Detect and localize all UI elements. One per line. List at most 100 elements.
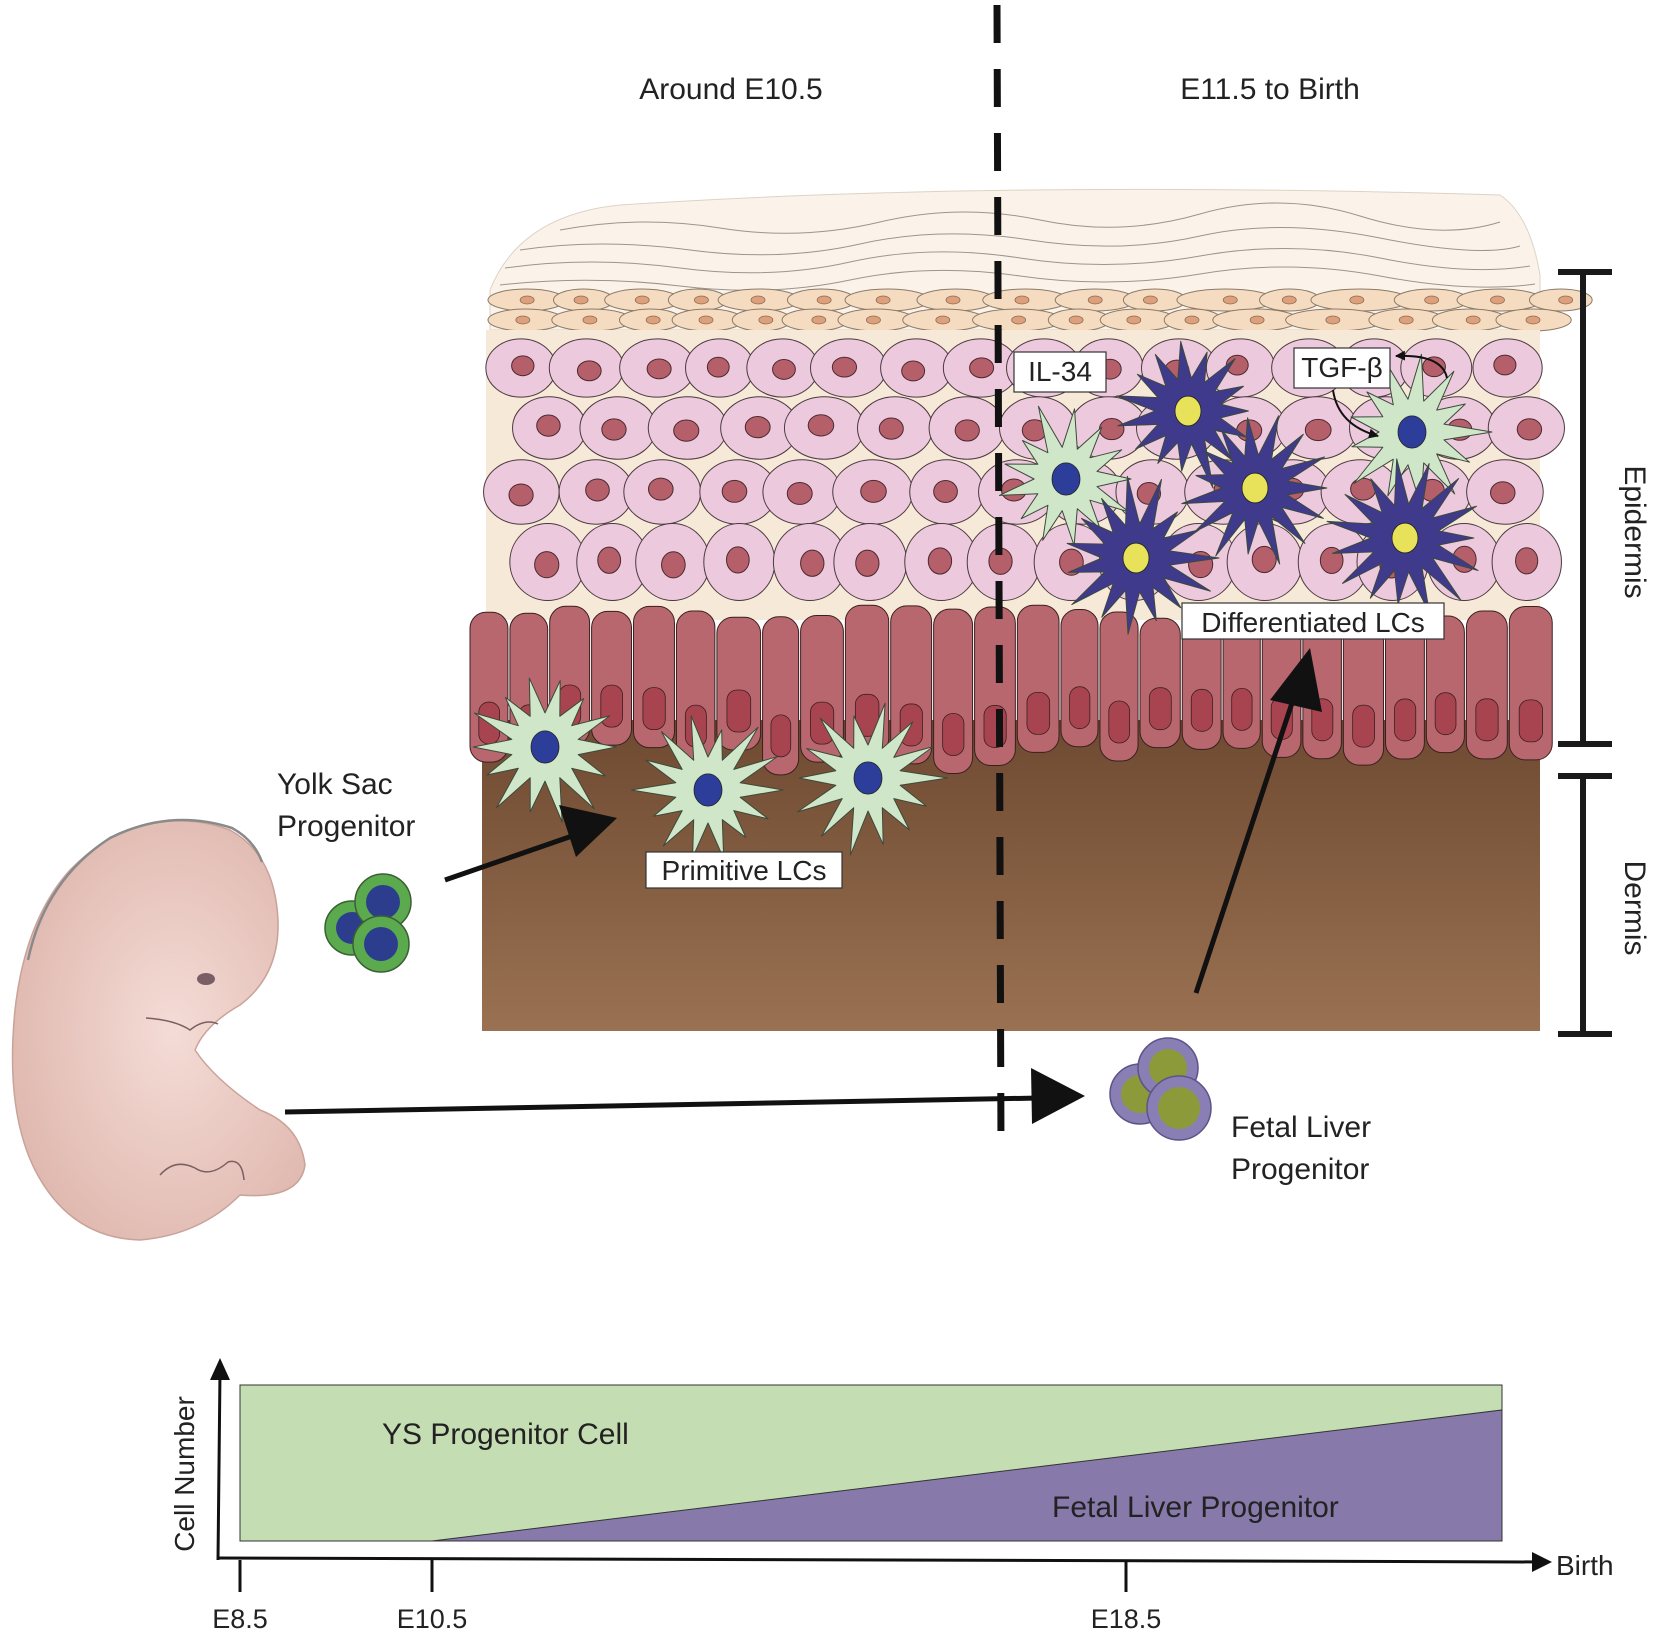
stratum-granulosum — [487, 288, 1593, 332]
dermis-layer — [482, 720, 1540, 1031]
basal-cell-nucleus — [1518, 699, 1543, 743]
granular-cell-nucleus — [1525, 315, 1541, 325]
embryo-illustration — [11, 818, 306, 1241]
granular-cell-nucleus — [515, 315, 531, 325]
granular-cell-nucleus — [1249, 315, 1265, 325]
keratinocyte-nucleus — [646, 358, 672, 380]
keratinocyte-nucleus — [601, 418, 627, 441]
keratinocyte-nucleus — [807, 414, 835, 437]
basal-cell-nucleus — [1352, 704, 1375, 748]
keratinocyte-nucleus — [721, 479, 748, 503]
keratinocyte-nucleus — [536, 414, 561, 437]
granular-cell-nucleus — [694, 295, 709, 305]
granular-cell-nucleus — [698, 315, 714, 325]
keratinocyte-nucleus — [706, 356, 730, 378]
granular-cell-nucleus — [1184, 315, 1200, 325]
granular-cell-nucleus — [1222, 295, 1238, 305]
keratinocyte-nucleus — [786, 481, 813, 505]
granular-cell-nucleus — [1142, 295, 1158, 305]
granular-cell-nucleus — [1011, 315, 1027, 325]
embryo-to-liver-arrow — [284, 1095, 1041, 1115]
keratinocyte-nucleus — [726, 546, 750, 574]
ys-to-skin-arrow — [444, 832, 576, 883]
keratinocyte-nucleus — [772, 359, 796, 380]
x-end-label: Birth — [1556, 1550, 1614, 1581]
basal-cells — [469, 604, 1553, 776]
differentiated-lc-cell — [1326, 458, 1479, 614]
keratinocyte-nucleus — [954, 419, 980, 442]
granular-cell-nucleus — [811, 315, 827, 325]
basal-cell-nucleus — [1190, 688, 1213, 732]
early-stage-label: Around E10.5 — [639, 73, 822, 106]
y-axis — [216, 1371, 222, 1561]
keratinocyte-nucleus — [647, 477, 674, 501]
differentiated-lcs-label-box: Differentiated LCs — [1181, 602, 1445, 640]
basal-cell-nucleus — [1475, 698, 1499, 742]
keratinocyte-nucleus — [860, 479, 887, 503]
immature-lc-cell — [1350, 353, 1493, 506]
embryo-eye — [197, 973, 215, 985]
basal-cell-nucleus — [810, 701, 835, 745]
tgfb-label: TGF-β — [1301, 352, 1382, 383]
fetal-liver-label-line2: Progenitor — [1231, 1153, 1369, 1186]
yolk-sac-label-line1: Yolk Sac — [277, 768, 393, 801]
keratinocyte-nucleus — [1516, 418, 1543, 441]
granular-cell-nucleus — [1087, 295, 1103, 305]
basal-cell-nucleus — [770, 714, 792, 758]
epidermis-bracket — [1558, 269, 1612, 747]
basal-cell-nucleus — [600, 684, 623, 728]
fetal-liver-progenitor-area — [431, 1409, 1503, 1542]
differentiated-lc-cell — [1181, 415, 1328, 565]
granular-cell-nucleus — [935, 315, 951, 325]
basal-cell-nucleus — [1026, 691, 1051, 735]
primitive-lcs-label-box: Primitive LCs — [645, 851, 843, 889]
corneum-lines — [499, 202, 1536, 291]
embryo-limb-line-1 — [145, 1017, 219, 1031]
granular-cell-nucleus — [1281, 295, 1297, 305]
keratinocyte-nucleus — [1319, 546, 1344, 575]
basal-cell-nucleus — [1231, 687, 1253, 731]
primitive-lc-cell — [472, 677, 617, 823]
basal-cell-nucleus — [1148, 687, 1172, 731]
granular-cell-nucleus — [1349, 295, 1365, 305]
keratinocyte-nucleus — [1251, 545, 1277, 574]
granular-cell-nucleus — [866, 315, 881, 325]
granular-cell-nucleus — [1068, 315, 1084, 325]
ys-to-skin-arrowhead — [559, 805, 617, 857]
x-tick-label: E10.5 — [397, 1604, 468, 1631]
tgfb-autocrine-arrow-2 — [1332, 389, 1379, 439]
granular-cell-nucleus — [1325, 315, 1341, 325]
tgfb-label-box: TGF-β — [1293, 347, 1391, 389]
primitive-lc-cell — [797, 702, 948, 856]
basal-cell-nucleus — [854, 693, 880, 737]
keratinocyte-nucleus — [673, 419, 700, 442]
keratinocyte-nucleus — [585, 478, 610, 502]
keratinocyte-nucleus — [1422, 356, 1446, 378]
granular-cell-nucleus — [1558, 295, 1574, 305]
granular-cell-nucleus — [573, 295, 589, 305]
granular-cell-nucleus — [1465, 315, 1481, 325]
granular-cell-nucleus — [645, 315, 661, 325]
yolk-sac-label-line2: Progenitor — [277, 810, 415, 843]
granular-cell-nucleus — [1490, 295, 1505, 305]
keratinocyte-nucleus — [855, 549, 880, 577]
differentiated-lc-cell — [1066, 475, 1220, 635]
granular-cell-nucleus — [582, 315, 598, 325]
x-axis-arrowhead — [1532, 1552, 1552, 1572]
keratinocyte-nucleus — [969, 357, 995, 379]
granular-cell-nucleus — [1398, 315, 1414, 325]
basal-cell-nucleus — [642, 687, 666, 731]
x-tick-label: E8.5 — [212, 1604, 268, 1631]
migration-arrows — [284, 648, 1322, 1124]
granular-cell-nucleus — [634, 295, 650, 305]
keratinocyte-nucleus — [1098, 417, 1125, 441]
ys-series-label: YS Progenitor Cell — [382, 1418, 629, 1451]
embryo-limb-line-2 — [159, 1160, 245, 1181]
keratinocyte-nucleus — [534, 551, 560, 579]
embryo-body — [11, 819, 306, 1241]
keratinocyte-nucleus — [1490, 481, 1516, 505]
basal-cell-nucleus — [1069, 686, 1091, 730]
keratinocyte-nucleus — [933, 480, 958, 503]
keratinocyte-nucleus — [597, 546, 622, 574]
